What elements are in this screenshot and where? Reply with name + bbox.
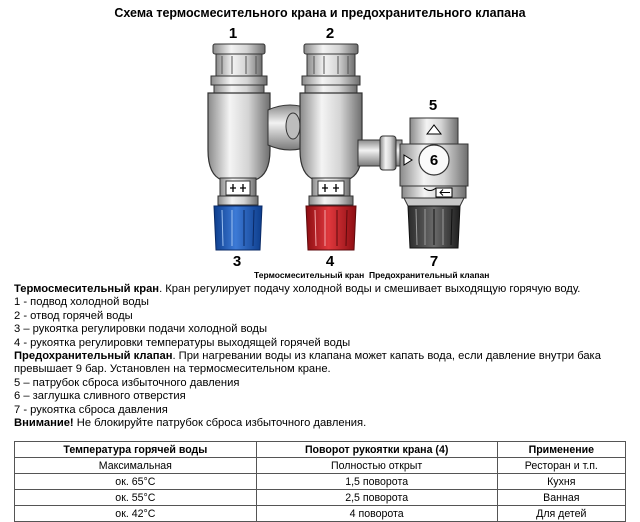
table-row: ок. 42°С 4 поворота Для детей [14,505,627,522]
table-cell: ок. 55°С [14,489,257,506]
valve-diagram: + [207,25,489,280]
valve-text-continued: превышает 9 бар. Установлен на термосмес… [14,363,331,376]
hot-outlet-assembly [299,43,363,251]
table-cell: Полностью открыт [255,457,498,474]
list-item: 3 – рукоятка регулировки подачи холодной… [14,323,267,336]
settings-table: Температура горячей воды Поворот рукоятк… [14,441,627,522]
valve-heading: Предохранительный клапан [14,350,173,363]
callout-5: 5 [429,97,437,114]
table-cell: Ванная [496,489,627,506]
safety-valve [399,117,469,249]
table-cell: 4 поворота [255,505,498,522]
table-cell: ок. 42°С [14,505,257,522]
list-item: 7 - рукоятка сброса давления [14,403,168,416]
table-cell: Кухня [496,473,627,490]
description: Термосмесительный кран. Кран регулирует … [14,283,634,430]
valve-caption: Предохранительный клапан [369,270,489,280]
callout-2: 2 [326,25,334,42]
callout-6: 6 [430,152,438,169]
valve-description: Предохранительный клапан. При нагревании… [14,350,634,363]
mixer-heading: Термосмесительный кран [14,283,160,295]
table-row: ок. 65°С 1,5 поворота Кухня [14,473,627,490]
mixer-caption: Термосмесительный кран [254,270,364,280]
table-cell: 2,5 поворота [255,489,498,506]
table-cell: Максимальная [14,457,257,474]
table-cell: Для детей [496,505,627,522]
list-item: 1 - подвод холодной воды [14,296,149,309]
table-row: ок. 55°С 2,5 поворота Ванная [14,489,627,506]
warning: Внимание! Не блокируйте патрубок сброса … [14,417,634,430]
warning-label: Внимание! [14,417,74,430]
list-item: 6 – заглушка сливного отверстия [14,390,186,403]
list-item: 2 - отвод горячей воды [14,309,133,322]
callout-1: 1 [229,25,237,42]
callout-4: 4 [326,253,335,270]
cold-inlet-assembly [207,43,271,251]
table-cell: Ресторан и т.п. [496,457,627,474]
list-item: 5 – патрубок сброса избыточного давления [14,376,240,389]
valve-text: . При нагревании воды из клапана может к… [172,350,601,363]
page-title: Схема термосмесительного крана и предохр… [114,6,526,20]
column-header: Поворот рукоятки крана (4) [255,441,498,458]
connecting-pipe [357,135,403,171]
table-header-row: Температура горячей воды Поворот рукоятк… [14,441,627,458]
mixer-text: . Кран регулирует подачу холодной воды и… [159,283,581,295]
table-row: Максимальная Полностью открыт Ресторан и… [14,457,627,474]
table-cell: 1,5 поворота [255,473,498,490]
table-cell: ок. 65°С [14,473,257,490]
warning-text: Не блокируйте патрубок сброса избыточног… [73,417,367,430]
column-header: Температура горячей воды [14,441,257,458]
callout-7: 7 [430,253,438,270]
callout-3: 3 [233,253,241,270]
column-header: Применение [496,441,627,458]
list-item: 4 - рукоятка регулировки температуры вых… [14,336,351,349]
mixer-description: Термосмесительный кран. Кран регулирует … [14,283,634,296]
